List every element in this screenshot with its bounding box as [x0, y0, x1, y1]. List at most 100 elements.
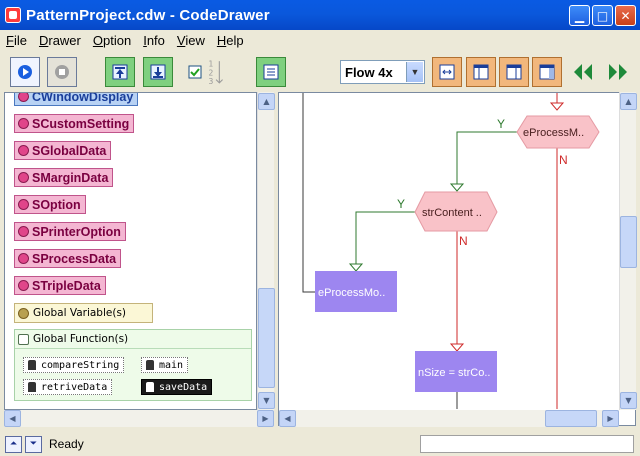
- maximize-button[interactable]: □: [592, 5, 613, 26]
- chevron-right-icon: ▶: [262, 414, 269, 423]
- flowchart: Y N eProcessM.. Y N strContent .. eProce…: [302, 93, 600, 409]
- struct-icon: [18, 226, 29, 237]
- rewind-button[interactable]: [568, 57, 598, 87]
- function-group-icon: [18, 333, 29, 345]
- chevron-up-icon: ▲: [263, 97, 270, 106]
- canvas-hscroll-thumb[interactable]: [545, 410, 597, 427]
- function-main[interactable]: main: [141, 357, 189, 373]
- tree-item-stripledata[interactable]: STripleData: [14, 276, 106, 295]
- move-down-button[interactable]: [143, 57, 173, 87]
- move-up-button[interactable]: [105, 57, 135, 87]
- global-variables-node[interactable]: Global Variable(s): [14, 303, 153, 323]
- canvas-scroll-thumb[interactable]: [620, 216, 637, 268]
- canvas-scroll-up-button[interactable]: ▲: [620, 93, 637, 110]
- function-retrivedata[interactable]: retriveData: [23, 379, 113, 395]
- maximize-icon: □: [596, 8, 609, 23]
- label-no-top: N: [559, 153, 568, 167]
- chevron-up-icon: ▲: [625, 97, 632, 106]
- tree-item-sglobaldata[interactable]: SGlobalData: [14, 141, 112, 160]
- process-left-label: eProcessMo..: [318, 287, 385, 299]
- flowchart-canvas[interactable]: Y N eProcessM.. Y N strContent .. eProce…: [278, 92, 636, 426]
- svg-text:1: 1: [209, 60, 214, 69]
- fast-forward-button[interactable]: [603, 57, 633, 87]
- list-icon: [263, 64, 279, 80]
- menu-info[interactable]: Info: [143, 32, 165, 48]
- tree-item-sprinteroption[interactable]: SPrinterOption: [14, 222, 126, 241]
- tree-item-smargindata[interactable]: SMarginData: [14, 168, 114, 187]
- edge-yes-mid-arrowhead: [348, 263, 364, 272]
- expand-down-button[interactable]: ⏷: [25, 435, 42, 453]
- expand-up-button[interactable]: ⏶: [5, 435, 22, 453]
- tree-item-sprocessdata[interactable]: SProcessData: [14, 249, 122, 268]
- tree-item-soption[interactable]: SOption: [14, 195, 86, 214]
- scroll-thumb[interactable]: [258, 288, 275, 388]
- menu-help[interactable]: Help: [216, 32, 244, 48]
- function-savedata-selected[interactable]: saveData: [141, 379, 213, 395]
- step-checkbox[interactable]: [180, 57, 210, 87]
- close-button[interactable]: ✕: [615, 5, 636, 26]
- edge-yes-top-arrowhead: [449, 183, 465, 192]
- global-functions-header[interactable]: Global Function(s): [15, 330, 251, 349]
- tree-horizontal-scrollbar[interactable]: ◀ ▶: [4, 410, 274, 427]
- scroll-down-button[interactable]: ▼: [258, 392, 275, 409]
- edge-yes-mid: [355, 211, 415, 265]
- process-node-left[interactable]: [315, 271, 397, 312]
- layout-left-button[interactable]: [466, 57, 496, 87]
- menu-bar: File Drawer Option Info View Help: [0, 30, 640, 50]
- tree-vertical-scrollbar[interactable]: ▲ ▼: [257, 92, 275, 410]
- menu-option[interactable]: Option: [92, 32, 132, 48]
- chevron-down-icon: ▼: [625, 396, 632, 405]
- play-button[interactable]: [10, 57, 40, 87]
- canvas-scroll-left-button[interactable]: ◀: [279, 410, 296, 427]
- canvas-scroll-down-button[interactable]: ▼: [620, 392, 637, 409]
- class-tree-panel: CWindowDisplay SCustomSetting SGlobalDat…: [4, 92, 257, 410]
- minimize-button[interactable]: ▁: [569, 5, 590, 26]
- function-icon: [146, 382, 154, 392]
- tree-item-scustomsetting[interactable]: SCustomSetting: [14, 114, 135, 133]
- scroll-up-button[interactable]: ▲: [258, 93, 275, 110]
- struct-icon: [18, 145, 29, 156]
- edge-yes-top: [456, 131, 517, 185]
- function-icon: [146, 360, 154, 370]
- function-comparestring[interactable]: compareString: [23, 357, 125, 373]
- chevron-down-icon[interactable]: ▼: [406, 62, 423, 82]
- struct-icon: [18, 172, 29, 183]
- download-icon: [150, 64, 166, 80]
- label-no-mid: N: [459, 234, 468, 248]
- menu-file[interactable]: File: [6, 32, 27, 48]
- zoom-select[interactable]: Flow 4x ▼: [340, 60, 425, 84]
- canvas-scroll-right-button[interactable]: ▶: [602, 410, 619, 427]
- tree-item-cwindowdisplay[interactable]: CWindowDisplay: [14, 93, 139, 106]
- canvas-horizontal-scrollbar[interactable]: ◀ ▶: [279, 410, 619, 427]
- process-node-bottom[interactable]: [415, 351, 497, 392]
- stop-button[interactable]: [47, 57, 77, 87]
- status-field: [420, 435, 634, 453]
- scroll-right-button[interactable]: ▶: [257, 410, 274, 427]
- function-icon: [28, 382, 36, 392]
- list-view-button[interactable]: [256, 57, 286, 87]
- decision-mid-label: strContent ..: [422, 207, 482, 219]
- global-functions-group: Global Function(s) compareString main re…: [14, 329, 252, 401]
- fast-forward-icon: [609, 64, 627, 80]
- close-icon: ✕: [620, 8, 631, 23]
- edge-loop-left: [302, 93, 315, 293]
- upload-icon: [112, 64, 128, 80]
- decision-node-top[interactable]: [516, 115, 600, 149]
- decision-node-mid[interactable]: [414, 191, 498, 232]
- layout-right-button[interactable]: [499, 57, 529, 87]
- layout-right-icon: [506, 64, 522, 80]
- window-title: PatternProject.cdw - CodeDrawer: [26, 6, 270, 24]
- layout-split-button[interactable]: [532, 57, 562, 87]
- fit-width-button[interactable]: [432, 57, 462, 87]
- status-text: Ready: [49, 437, 84, 451]
- checkbox-icon: [188, 65, 202, 79]
- scroll-left-button[interactable]: ◀: [4, 410, 21, 427]
- svg-text:2: 2: [209, 68, 214, 77]
- menu-view[interactable]: View: [176, 32, 205, 48]
- canvas-vertical-scrollbar[interactable]: ▲ ▼: [619, 92, 637, 410]
- menu-drawer[interactable]: Drawer: [38, 32, 81, 48]
- label-yes-top: Y: [497, 117, 505, 131]
- struct-icon: [18, 118, 29, 129]
